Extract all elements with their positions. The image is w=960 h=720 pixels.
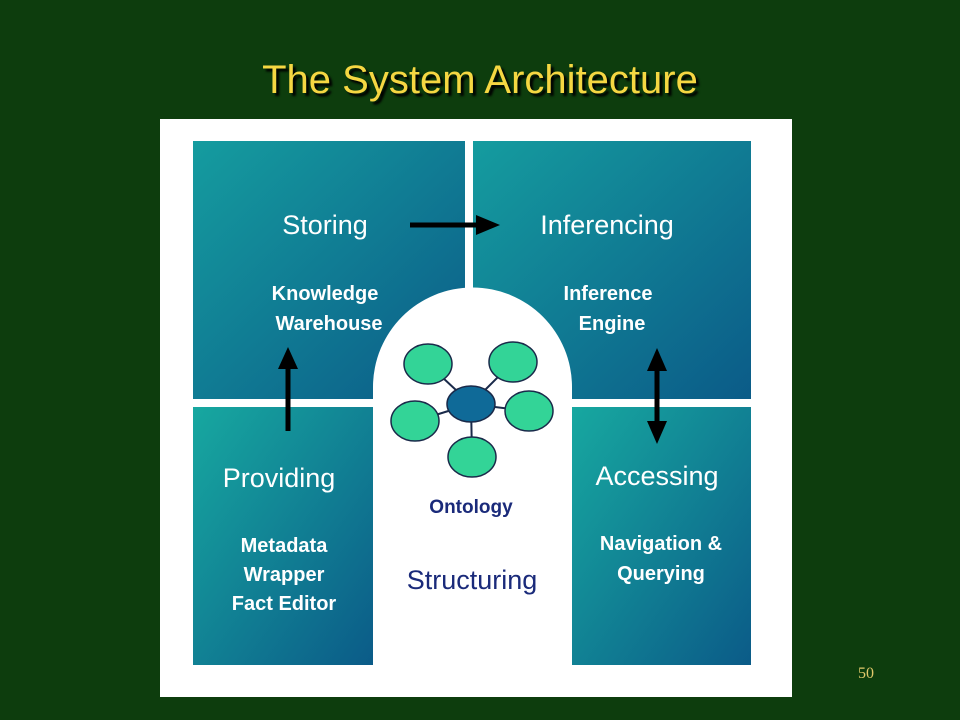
ontology-node [504, 390, 554, 432]
architecture-diagram: Storing Knowledge Warehouse Inferencing … [160, 119, 792, 697]
ontology-node [390, 400, 440, 442]
ontology-hub [446, 385, 496, 423]
inferencing-title: Inferencing [540, 210, 674, 240]
accessing-panel [572, 407, 751, 665]
structuring-label: Structuring [407, 565, 538, 595]
slide-title: The System Architecture [262, 58, 698, 102]
providing-line: Fact Editor [232, 593, 337, 615]
providing-to-storing-arrow [278, 347, 298, 431]
accessing-line: Navigation & [600, 533, 722, 555]
diagram-canvas: Storing Knowledge Warehouse Inferencing … [193, 141, 751, 697]
storing-line: Warehouse [275, 313, 382, 335]
ontology-node [488, 341, 538, 383]
accessing-title: Accessing [595, 461, 718, 491]
storing-line: Knowledge [272, 283, 379, 305]
storing-to-inferencing-arrow [410, 215, 500, 235]
inferencing-line: Engine [579, 313, 646, 335]
page-number: 50 [858, 665, 874, 682]
storing-title: Storing [282, 210, 368, 240]
structuring-arch [373, 287, 572, 697]
inferencing-line: Inference [564, 283, 653, 305]
providing-panel [193, 407, 373, 665]
providing-title: Providing [223, 463, 336, 493]
ontology-node [403, 343, 453, 385]
ontology-node [447, 436, 497, 478]
providing-line: Metadata [241, 535, 329, 557]
ontology-label: Ontology [429, 497, 513, 518]
accessing-line: Querying [617, 563, 705, 585]
providing-line: Wrapper [244, 564, 325, 586]
inferencing-accessing-arrow [647, 348, 667, 444]
